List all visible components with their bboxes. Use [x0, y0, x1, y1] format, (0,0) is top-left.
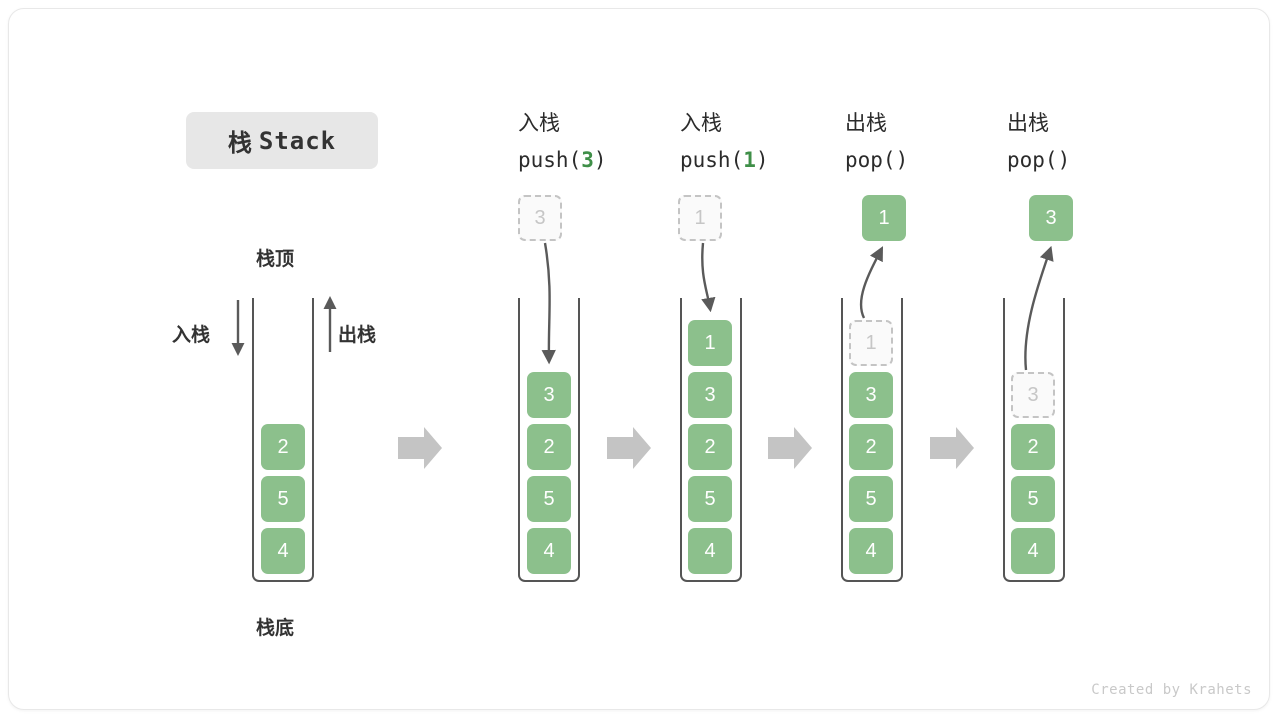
- stack-top-label: 栈顶: [256, 249, 295, 270]
- stack-cell: 5: [527, 476, 571, 522]
- code-post: ): [755, 148, 769, 172]
- stack-shell-push-3: [518, 298, 580, 582]
- pop-direction-label: 出栈: [338, 325, 377, 346]
- footer-credit: Created by Krahets: [1091, 682, 1252, 698]
- detached-cell-ghost: 1: [678, 195, 722, 241]
- code-post: ): [895, 148, 909, 172]
- stack-cell: 1: [688, 320, 732, 366]
- stack-cell-ghost: 3: [1011, 372, 1055, 418]
- stack-cell: 3: [688, 372, 732, 418]
- stack-cell: 4: [849, 528, 893, 574]
- detached-cell-ghost: 3: [518, 195, 562, 241]
- stack-cell: 4: [527, 528, 571, 574]
- stack-cell: 4: [1011, 528, 1055, 574]
- detached-cell-popped: 1: [862, 195, 906, 241]
- code-post: ): [593, 148, 607, 172]
- column-header-cn: 出栈: [845, 112, 887, 135]
- column-header-cn: 入栈: [518, 112, 560, 135]
- title-en: Stack: [258, 126, 337, 155]
- stack-cell-ghost: 1: [849, 320, 893, 366]
- stack-cell: 2: [261, 424, 305, 470]
- stack-shell-initial: [252, 298, 314, 582]
- column-header-code: pop(): [845, 142, 1005, 178]
- stack-cell: 2: [688, 424, 732, 470]
- stack-cell: 3: [527, 372, 571, 418]
- stack-shell-pop-3: [1003, 298, 1065, 582]
- detached-cell-popped: 3: [1029, 195, 1073, 241]
- stack-cell: 5: [688, 476, 732, 522]
- code-pre: pop(: [1007, 148, 1058, 172]
- column-header-push-3: 入栈 push(3): [518, 106, 678, 178]
- diagram-title: 栈 Stack: [186, 112, 378, 169]
- column-header-code: push(3): [518, 142, 678, 178]
- stack-cell: 4: [261, 528, 305, 574]
- code-post: ): [1057, 148, 1071, 172]
- column-header-cn: 入栈: [680, 112, 722, 135]
- title-cn: 栈: [227, 130, 253, 157]
- stack-bottom-label: 栈底: [256, 618, 295, 639]
- column-header-pop-3: 出栈 pop(): [1007, 106, 1167, 178]
- code-pre: pop(: [845, 148, 896, 172]
- column-header-push-1: 入栈 push(1): [680, 106, 840, 178]
- stack-cell: 5: [849, 476, 893, 522]
- stack-cell: 2: [1011, 424, 1055, 470]
- stack-cell: 2: [849, 424, 893, 470]
- code-num: 1: [743, 148, 756, 172]
- stack-cell: 4: [688, 528, 732, 574]
- stack-shell-push-1: [680, 298, 742, 582]
- column-header-code: pop(): [1007, 142, 1167, 178]
- code-pre: push(: [518, 148, 582, 172]
- column-header-code: push(1): [680, 142, 840, 178]
- stack-cell: 2: [527, 424, 571, 470]
- code-pre: push(: [680, 148, 744, 172]
- column-header-cn: 出栈: [1007, 112, 1049, 135]
- stack-cell: 5: [261, 476, 305, 522]
- push-direction-label: 入栈: [172, 325, 211, 346]
- stack-cell: 5: [1011, 476, 1055, 522]
- stack-cell: 3: [849, 372, 893, 418]
- code-num: 3: [581, 148, 594, 172]
- stack-shell-pop-1: [841, 298, 903, 582]
- column-header-pop-1: 出栈 pop(): [845, 106, 1005, 178]
